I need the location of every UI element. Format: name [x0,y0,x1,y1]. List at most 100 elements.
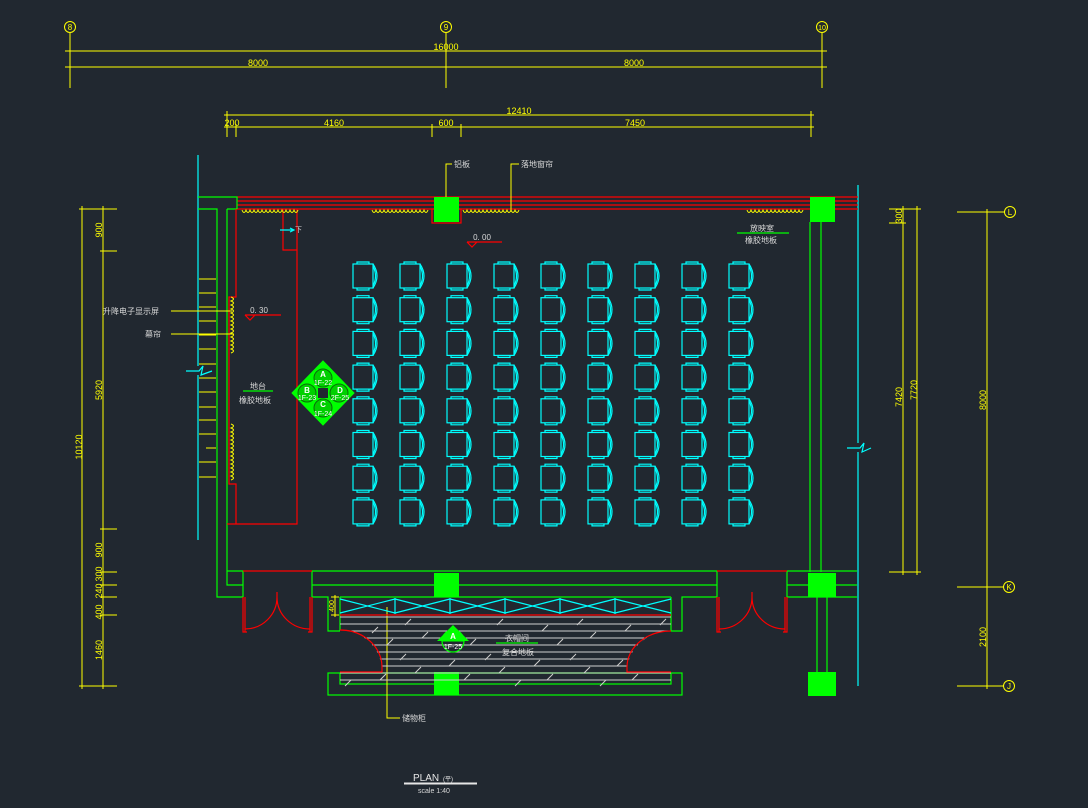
seat-back [419,331,425,356]
cabinet-depth-dimension: 400 [329,595,339,617]
seat-armrest-top [638,396,652,399]
seat [493,261,519,291]
seat-back-inner [419,434,424,455]
seat-back [466,398,472,424]
seat-armrest-bottom [450,523,464,527]
seat-armrest-bottom [638,321,652,325]
dim-left-overall: 10120 [74,434,84,459]
seat-body [352,263,374,289]
seat-body [634,398,656,424]
seat-back-inner [607,501,612,523]
drawing-title-suffix: (平) [443,776,453,783]
seat-back [607,297,613,323]
label-lift-screen: 升降电子显示屏 [103,306,159,316]
seat-back-inner [372,434,377,455]
room-name: 衣帽间 [505,633,529,643]
seat-armrest-bottom [450,389,464,392]
window-curtain-zigzag [462,208,520,213]
seat-armrest-bottom [591,389,605,392]
axis-bubble-10 [816,21,828,33]
seat [446,497,472,527]
seat [493,328,519,358]
seat-armrest-top [638,497,652,500]
seat-armrest-bottom [450,456,464,460]
seat-armrest-bottom [685,355,699,358]
seat-back [513,263,519,289]
seat-armrest-bottom [732,422,746,426]
seat-back [607,364,613,390]
cabinet-cross [559,598,616,614]
seat [493,362,519,392]
axis-label-8: 8 [68,23,73,32]
seat-back [560,499,566,525]
seat-armrest-top [450,497,464,500]
seat-back [748,263,754,289]
section-letter: A [450,632,456,641]
seat-body [540,398,562,424]
seat-armrest-top [544,362,558,366]
seat-back-inner [748,501,753,523]
seat-back [701,297,707,323]
seat-armrest-bottom [497,355,511,358]
seat-armrest-top [591,396,605,399]
corner-arc-right [626,630,672,673]
column [434,672,459,695]
seat-back-inner [654,333,659,354]
seat-armrest-top [544,261,558,264]
seat-armrest-top [685,429,699,433]
seat-armrest-bottom [403,288,417,291]
seat-armrest-top [685,497,699,500]
cabinet-bay [449,598,506,614]
top-grid-axes [64,21,828,88]
seat-back-inner [560,333,565,354]
seat-armrest-bottom [732,456,746,460]
seat-armrest-top [497,463,511,467]
seat-armrest-bottom [732,389,746,392]
seat-armrest-top [685,328,699,332]
seat-armrest-top [544,396,558,399]
seat-body [352,431,374,458]
seat-armrest-bottom [450,321,464,325]
drawing-title: PLAN [413,773,439,784]
stage-curtain-zigzag [229,296,234,354]
floor-hatch [484,653,492,661]
seat-armrest-bottom [356,490,370,493]
seat-back-inner [372,400,377,422]
seat-back-inner [513,434,518,455]
seat-body [399,297,421,323]
seat-body [681,398,703,424]
room-floor-finish: 橡胶地板 [239,395,271,405]
seat-armrest-bottom [544,389,558,392]
seat-body [352,330,374,356]
seat-body [728,499,750,525]
seat-body [352,398,374,424]
dim-left-span-3: 900 [94,542,104,557]
seat-armrest-bottom [732,321,746,325]
window-curtain-zigzag [746,208,804,213]
seat [540,497,566,527]
seat-back [513,499,519,525]
seat-back [748,398,754,424]
seat-armrest-bottom [591,422,605,426]
seat-armrest-top [403,328,417,332]
seat-armrest-top [497,429,511,433]
leader-storage-cabinet [386,607,400,719]
seat-armrest-top [544,429,558,433]
seat-armrest-bottom [732,288,746,291]
seat-back [372,297,378,323]
seat-back-inner [513,400,518,422]
axis-bubble-9 [440,21,452,33]
seat-back [513,398,519,424]
seat-armrest-bottom [403,490,417,493]
seat-armrest-bottom [450,355,464,358]
seat-back [748,364,754,390]
seat [587,497,613,527]
seat-back-inner [607,333,612,354]
seat-back-inner [419,366,424,388]
drawing-title-block: PLAN (平) scale 1:40 [404,773,477,795]
seat-body [493,465,515,491]
seat-back-inner [372,467,377,489]
room-floor-finish: 橡胶地板 [745,235,777,245]
seat [728,362,754,392]
